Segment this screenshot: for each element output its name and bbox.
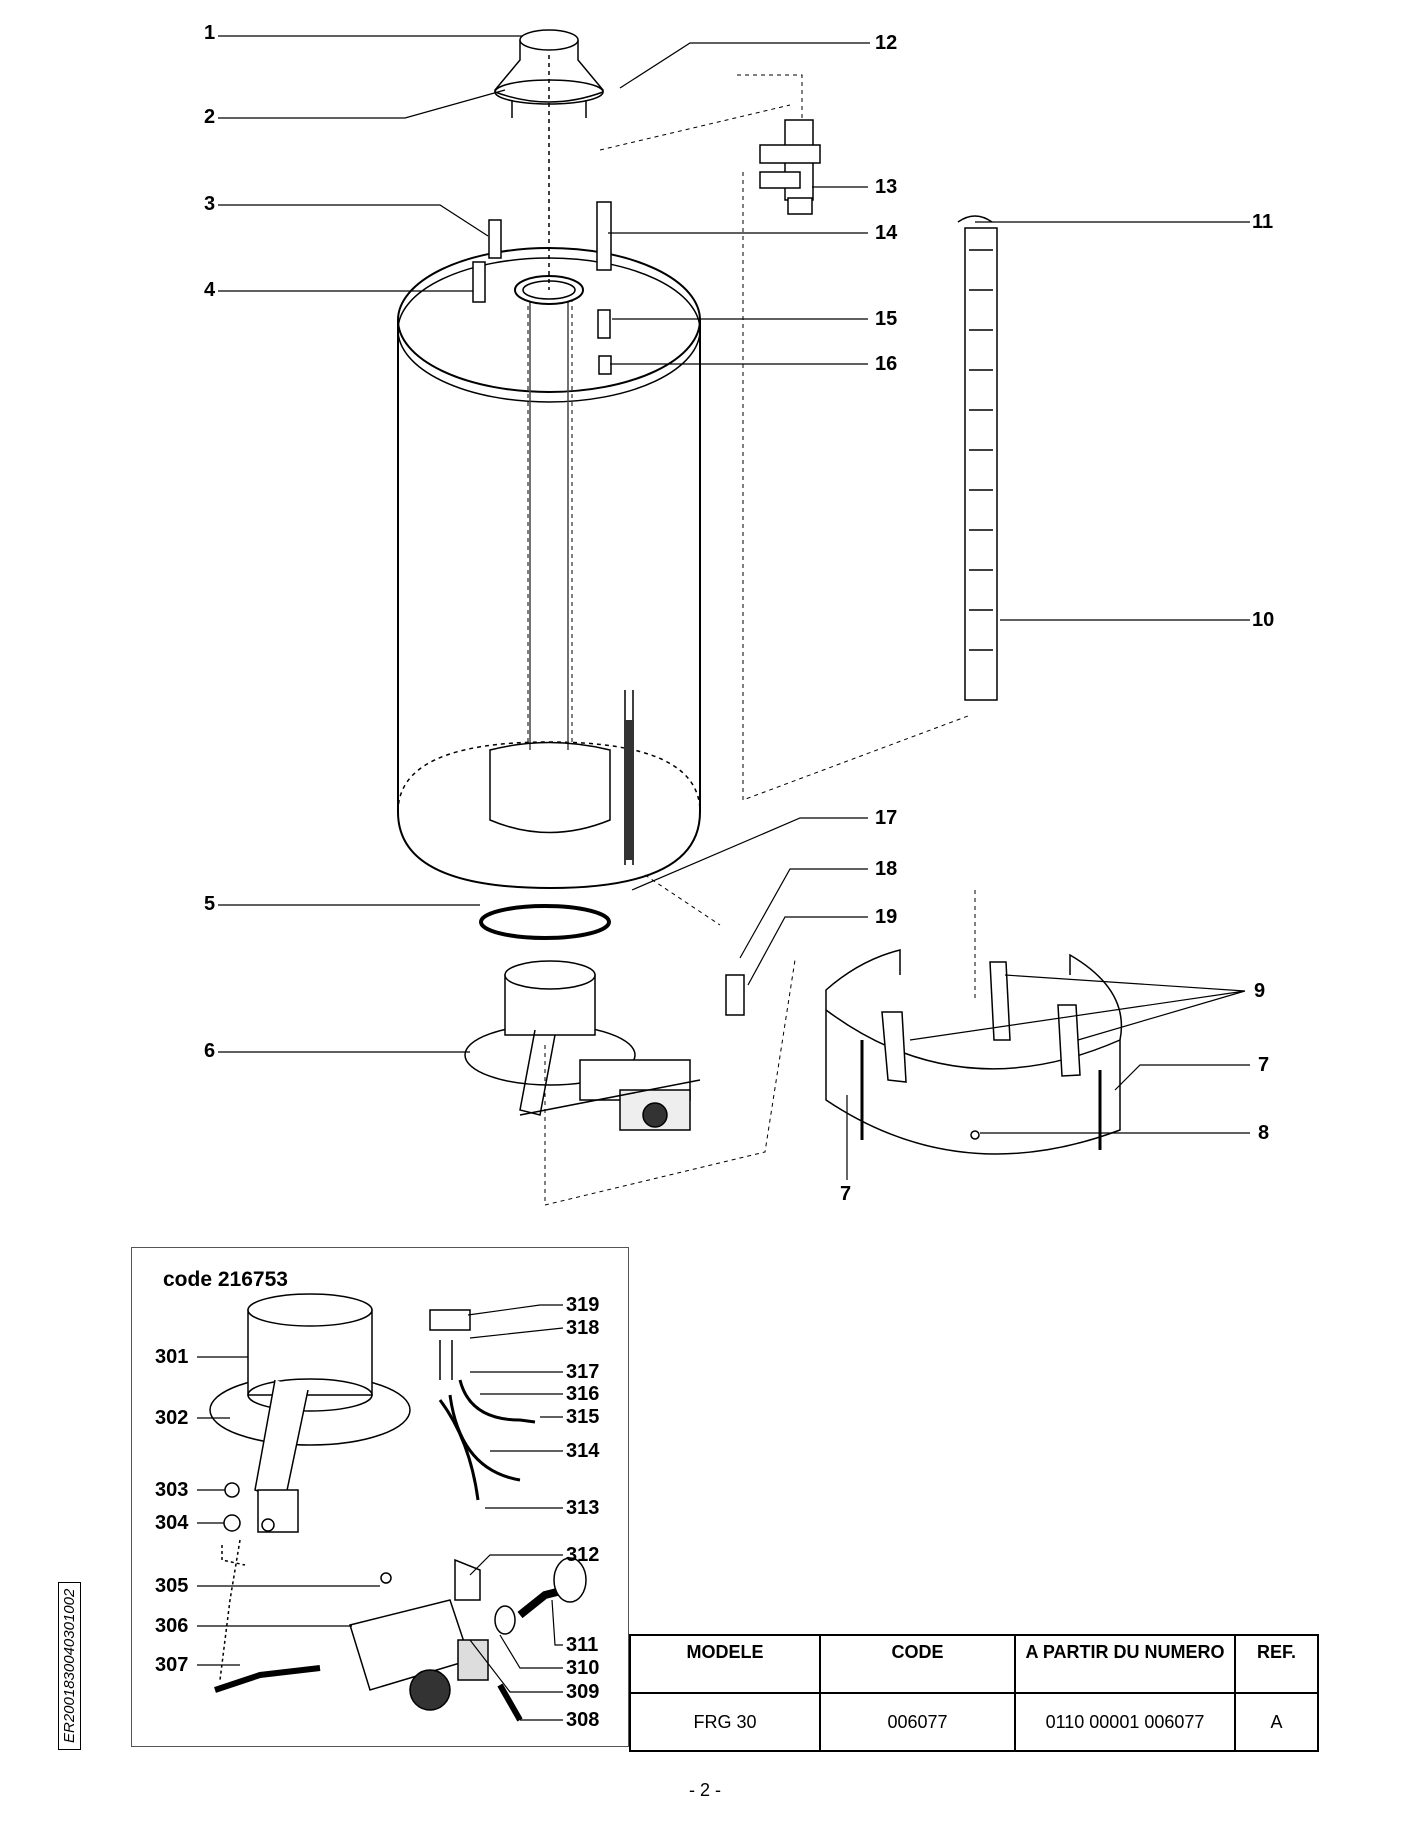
callout-315: 315 [566,1406,600,1428]
inset-leader-lines [197,1304,564,1721]
callout-304: 304 [155,1512,189,1534]
callout-303: 303 [155,1479,189,1501]
mixing-valve [759,119,821,215]
table-row: FRG 30 006077 0110 00001 006077 A [629,1692,1319,1752]
callout-312: 312 [566,1544,600,1566]
callout-319: 319 [566,1294,600,1316]
side-reference-code: ER2001830040301002 [58,1581,81,1750]
callout-302: 302 [155,1407,189,1429]
leader-lines [218,35,1250,1180]
header-modele: MODELE [629,1634,821,1694]
header-ref: REF. [1234,1634,1319,1694]
callout-18: 18 [875,858,898,880]
callout-7-right: 7 [1258,1054,1270,1076]
table-header-row: MODELE CODE A PARTIR DU NUMERO REF. [629,1634,1319,1694]
callout-6: 6 [204,1040,216,1062]
tank [397,201,701,890]
assembly-guides [544,74,976,1206]
callout-313: 313 [566,1497,600,1519]
callout-314: 314 [566,1440,600,1462]
callout-2: 2 [204,106,216,128]
callout-9: 9 [1254,980,1266,1002]
callout-301: 301 [155,1346,189,1368]
callout-305: 305 [155,1575,189,1597]
page-number: - 2 - [688,1780,721,1800]
callout-17: 17 [875,807,898,829]
callout-1: 1 [204,22,216,44]
cell-modele: FRG 30 [629,1692,821,1752]
callout-13: 13 [875,176,898,198]
callout-311: 311 [566,1634,599,1656]
inset-code-label: code 216753 [163,1268,288,1291]
callout-308: 308 [566,1709,600,1731]
callout-8: 8 [1258,1122,1270,1144]
callout-3: 3 [204,193,216,215]
callout-19: 19 [875,906,898,928]
baffle-strip [957,215,998,701]
connector-19 [725,974,745,1016]
inset-burner-drawing [209,1293,587,1722]
cell-code: 006077 [819,1692,1016,1752]
model-table: MODELE CODE A PARTIR DU NUMERO REF. FRG … [629,1634,1319,1752]
callout-5: 5 [204,893,216,915]
callout-309: 309 [566,1681,600,1703]
flue-hood [494,29,604,290]
inset-frame [131,1247,629,1747]
callout-10: 10 [1252,609,1275,631]
callout-318: 318 [566,1317,600,1339]
header-a-partir-du-numero: A PARTIR DU NUMERO [1014,1634,1236,1694]
callout-7-bottom: 7 [840,1183,852,1205]
callout-4: 4 [204,279,216,301]
callout-14: 14 [875,222,898,244]
burner-assembly [464,960,701,1131]
skirt [825,949,1123,1155]
callout-16: 16 [875,353,898,375]
callout-307: 307 [155,1654,189,1676]
callout-306: 306 [155,1615,189,1637]
cell-numero: 0110 00001 006077 [1014,1692,1236,1752]
callout-12: 12 [875,32,898,54]
cell-ref: A [1234,1692,1319,1752]
callout-11: 11 [1252,211,1274,233]
callout-15: 15 [875,308,898,330]
gasket-ring [479,904,611,940]
callout-316: 316 [566,1383,600,1405]
callout-317: 317 [566,1361,600,1383]
header-code: CODE [819,1634,1016,1694]
callout-310: 310 [566,1657,600,1679]
